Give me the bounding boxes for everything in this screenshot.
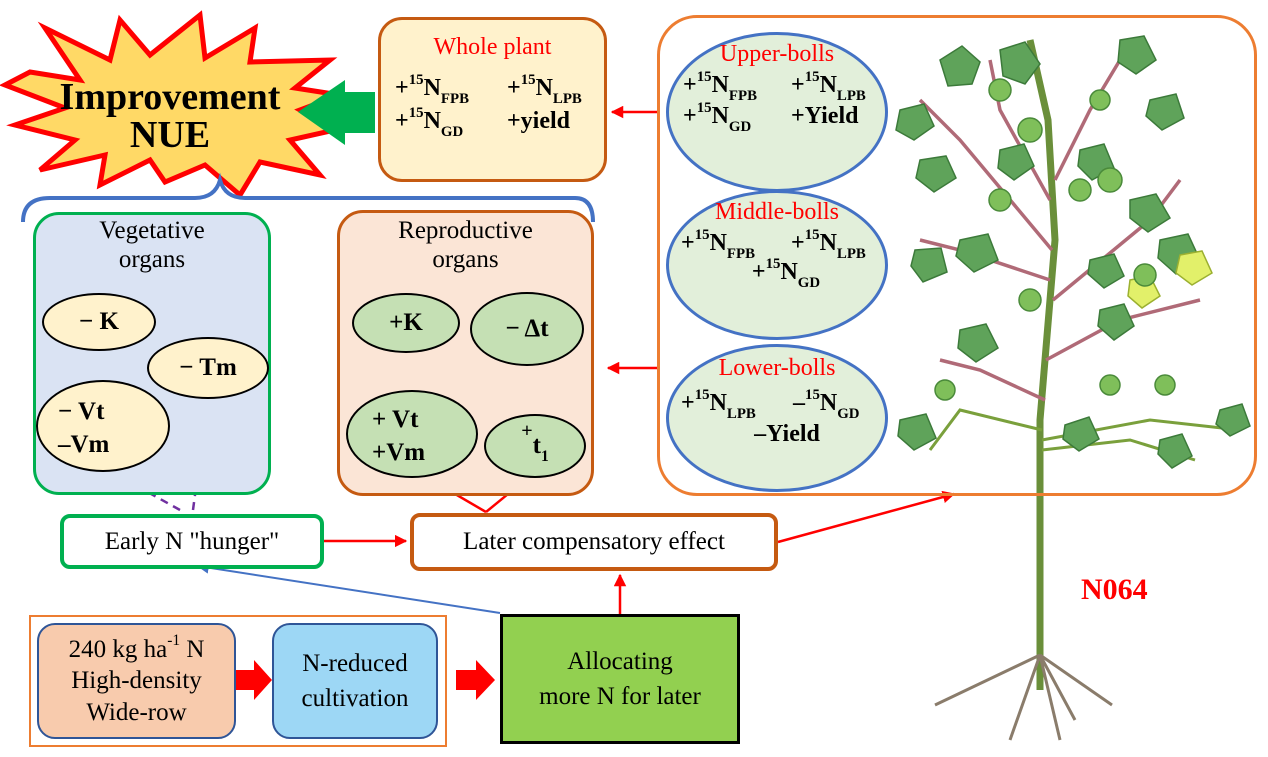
metric-n15-lpb: +15NLPB — [791, 226, 866, 263]
rep-t1-node: +t1 — [484, 414, 586, 478]
metric-n15-fpb: +15NFPB — [683, 68, 758, 105]
arrow-later-to-plant — [777, 490, 956, 544]
metric-yield: +yield — [507, 108, 571, 134]
plant-variety-label: N064 — [1081, 573, 1148, 606]
metric-n15-lpb: +15NLPB — [507, 71, 582, 108]
later-compensatory-effect-box: Later compensatory effect — [410, 513, 778, 571]
veg-vt-vm-node: − Vt –Vm — [36, 380, 170, 472]
nue-title-line1: Improvement — [59, 76, 281, 118]
green-arrow-to-nue — [298, 80, 375, 145]
brace — [21, 172, 595, 223]
metric-n15-lpb: +15NLPB — [791, 68, 866, 105]
early-n-hunger-box: Early N "hunger" — [60, 514, 324, 569]
rep-vt-vm-node: + Vt +Vm — [346, 390, 478, 478]
metric-n15-gd: +15NGD — [683, 99, 752, 136]
nue-title: Improvement NUE — [40, 78, 300, 154]
middle-bolls-title: Middle-bolls — [715, 199, 839, 225]
metric-n15-lpb: +15NLPB — [681, 386, 756, 423]
reproductive-title: Reproductive organs — [398, 217, 533, 273]
veg-k-node: − K — [42, 293, 156, 351]
veg-tm-node: − Tm — [147, 337, 269, 399]
upper-bolls-metrics: +15NFPB +15NLPB +15NGD +Yield — [683, 68, 885, 136]
n-reduced-cultivation-box: N-reduced cultivation — [272, 623, 438, 739]
whole-plant-metrics: +15NFPB +15NLPB +15NGD +yield — [395, 71, 604, 141]
metric-yield: +Yield — [791, 103, 859, 129]
metric-n15-gd: +15NGD — [751, 255, 821, 292]
nue-title-line2: NUE — [129, 114, 211, 156]
metric-n15-gd: +15NGD — [395, 104, 464, 141]
vegetative-title: Vegetative organs — [99, 217, 205, 273]
metric-n15-fpb: +15NFPB — [681, 226, 756, 263]
arrow-alloc-to-hunger — [196, 561, 501, 614]
input-conditions-box: 240 kg ha-1 N High-density Wide-row — [37, 623, 236, 739]
bolls-frame — [657, 15, 1257, 496]
lower-bolls-metrics: +15NLPB –15NGD –Yield — [681, 386, 885, 448]
middle-bolls-metrics: +15NFPB +15NLPB +15NGD — [681, 226, 885, 290]
rep-dt-node: − Δt — [470, 292, 584, 366]
metric-n15-fpb: +15NFPB — [395, 71, 470, 108]
metric-n15-gd: –15NGD — [793, 386, 860, 423]
rep-k-node: +K — [352, 293, 460, 353]
upper-bolls-ellipse: Upper-bolls +15NFPB +15NLPB +15NGD +Yiel… — [666, 32, 888, 192]
lower-bolls-ellipse: Lower-bolls +15NLPB –15NGD –Yield — [666, 344, 888, 492]
allocating-more-n-box: Allocating more N for later — [500, 614, 740, 744]
lower-bolls-title: Lower-bolls — [718, 355, 836, 381]
whole-plant-box: Whole plant +15NFPB +15NLPB +15NGD +yiel… — [378, 17, 607, 182]
metric-yield: –Yield — [754, 421, 820, 447]
burst-shape — [0, 10, 350, 199]
upper-bolls-title: Upper-bolls — [719, 41, 835, 67]
whole-plant-title: Whole plant — [433, 34, 552, 60]
cotton-plant-illustration — [895, 35, 1251, 741]
middle-bolls-ellipse: Middle-bolls +15NFPB +15NLPB +15NGD — [666, 190, 888, 340]
